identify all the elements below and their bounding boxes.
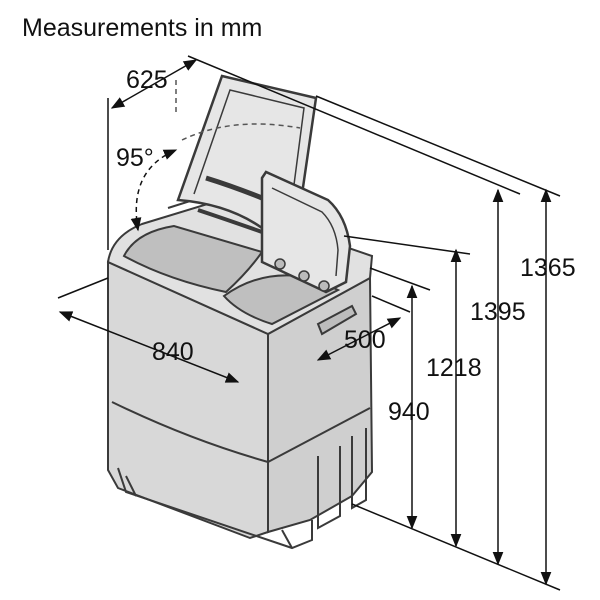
- dim-label-625: 625: [126, 66, 168, 94]
- dim-label-1365: 1365: [520, 254, 576, 282]
- dim-label-95-degrees: 95°: [116, 144, 154, 172]
- dim-label-940: 940: [388, 398, 430, 426]
- dim-label-840: 840: [152, 338, 194, 366]
- page-title: Measurements in mm: [22, 14, 263, 42]
- dim-label-500: 500: [344, 326, 386, 354]
- lids: [175, 74, 352, 294]
- dim-label-1395: 1395: [470, 298, 526, 326]
- dim-label-1218: 1218: [426, 354, 482, 382]
- dimension-lines: [57, 55, 561, 591]
